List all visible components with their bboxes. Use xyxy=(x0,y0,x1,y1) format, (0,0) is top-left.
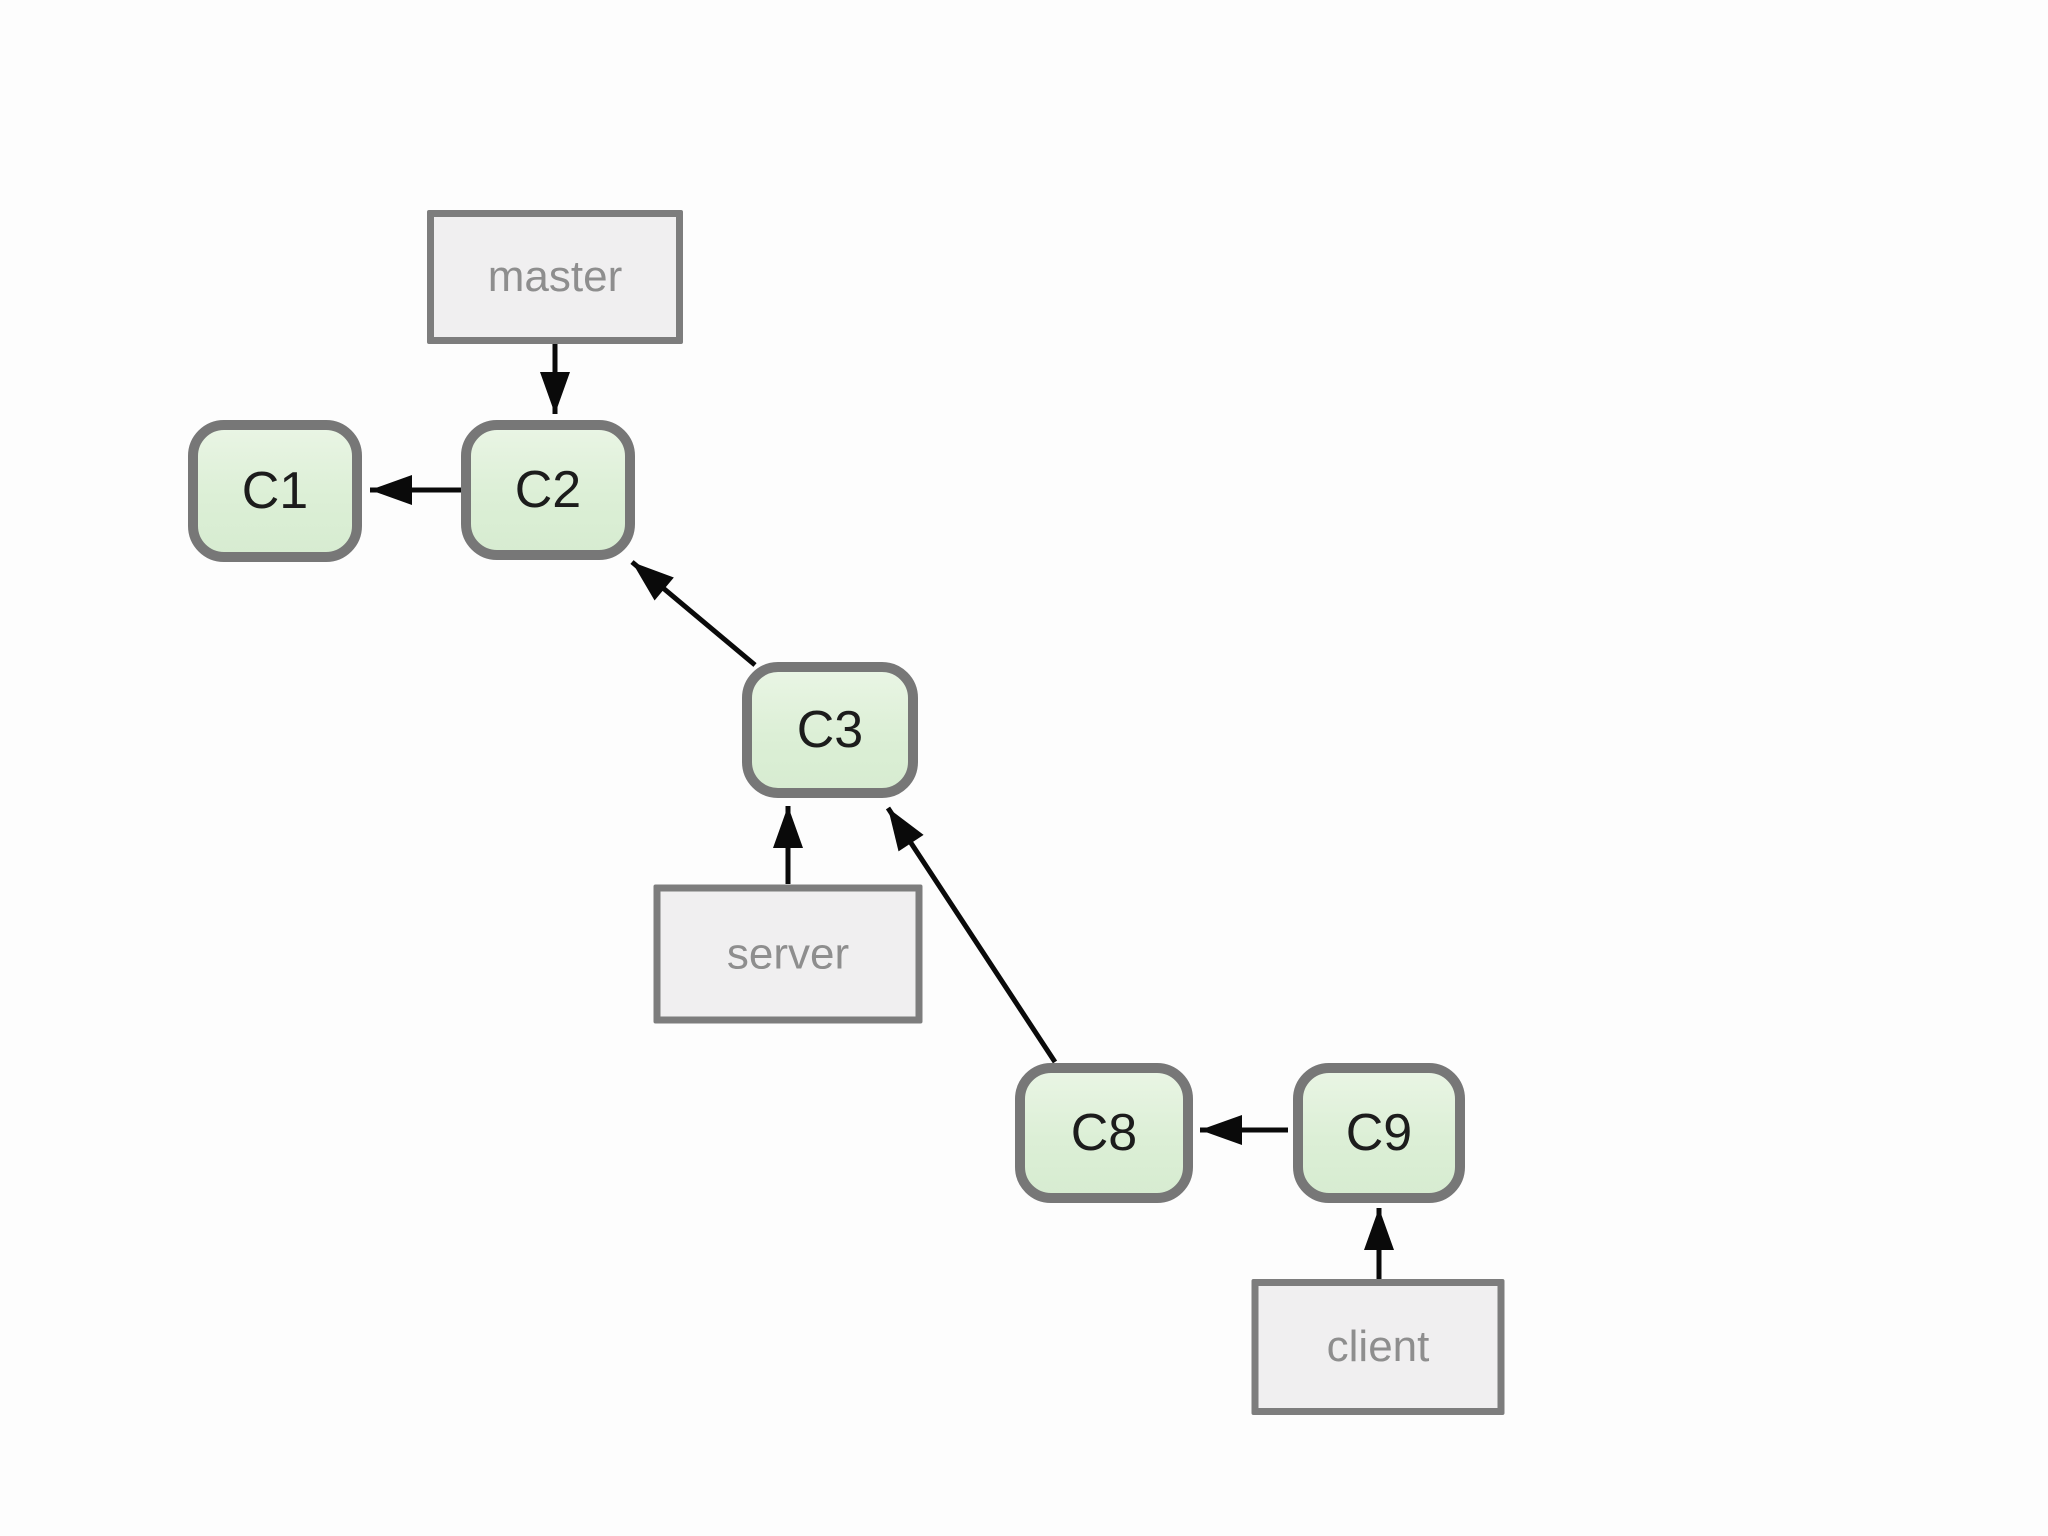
edge-c3-to-c2-arrow xyxy=(630,560,757,667)
commit-node-c3: C3 xyxy=(742,662,918,798)
branch-box-client: client xyxy=(1251,1279,1505,1415)
commit-label-c1: C1 xyxy=(241,462,309,520)
edge-c8-to-c3-arrow xyxy=(885,806,1058,1064)
commit-node-c1: C1 xyxy=(188,420,362,562)
branch-label-client: client xyxy=(1326,1322,1430,1371)
commit-label-c8: C8 xyxy=(1070,1104,1138,1162)
commit-label-c2: C2 xyxy=(514,461,582,519)
commit-label-c3: C3 xyxy=(796,701,864,759)
commit-node-c8: C8 xyxy=(1015,1063,1193,1203)
branch-label-server: server xyxy=(726,929,850,978)
branch-box-master: master xyxy=(427,210,683,344)
branch-box-server: server xyxy=(653,884,923,1024)
commit-node-c9: C9 xyxy=(1293,1063,1465,1203)
branch-label-master: master xyxy=(487,252,623,301)
commit-node-c2: C2 xyxy=(461,420,635,560)
commit-label-c9: C9 xyxy=(1345,1104,1413,1162)
